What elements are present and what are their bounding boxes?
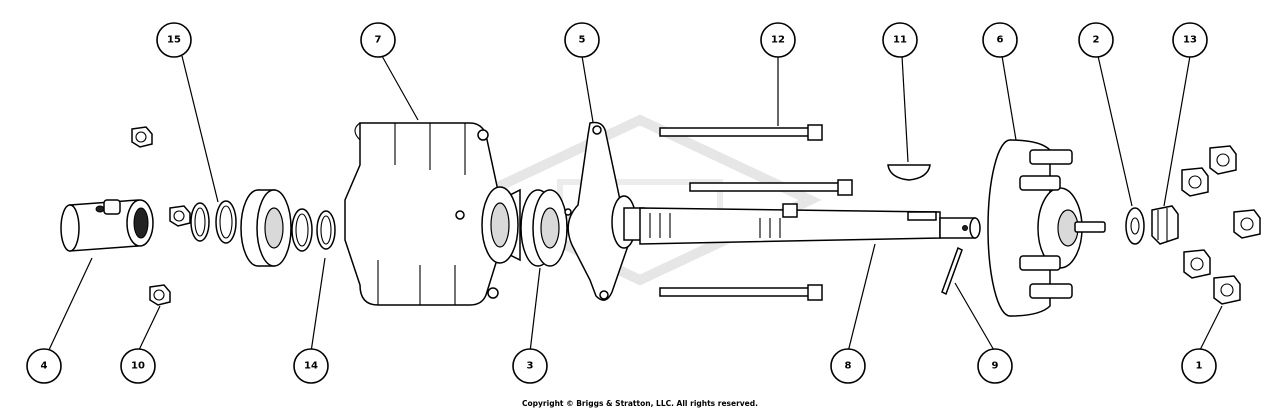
copyright-notice: Copyright © Briggs & Stratton, LLC. All … — [522, 399, 758, 408]
svg-text:15: 15 — [167, 35, 181, 46]
svg-text:2: 2 — [1093, 35, 1100, 46]
part-1-lug-nut-c — [1233, 209, 1261, 239]
svg-text:10: 10 — [131, 361, 145, 372]
svg-text:3: 3 — [527, 361, 534, 372]
callout-10: 10 — [120, 348, 156, 384]
leader-lines — [47, 55, 1223, 353]
callout-2: 2 — [1078, 22, 1114, 58]
part-13-castle-nut — [1151, 205, 1179, 245]
callout-12: 12 — [760, 22, 796, 58]
part-8-shaft — [611, 195, 981, 249]
part-9-cotter-pin — [941, 246, 963, 296]
callout-14: 14 — [293, 348, 329, 384]
part-10-hex-nut-bottom — [149, 284, 171, 306]
callout-9: 9 — [977, 348, 1013, 384]
part-6-hub — [987, 139, 1106, 317]
part-1-lug-nut-e — [1213, 275, 1241, 305]
svg-text:5: 5 — [579, 35, 586, 46]
svg-text:7: 7 — [375, 35, 382, 46]
callout-11: 11 — [882, 22, 918, 58]
callout-3: 3 — [512, 348, 548, 384]
part-3-bearing — [520, 189, 568, 267]
svg-text:13: 13 — [1183, 35, 1197, 46]
part-11-key — [887, 164, 931, 181]
svg-text:9: 9 — [992, 361, 999, 372]
callout-1: 1 — [1181, 348, 1217, 384]
callout-13: 13 — [1172, 22, 1208, 58]
part-15-seal-rings — [190, 200, 237, 244]
svg-text:6: 6 — [997, 35, 1004, 46]
svg-text:11: 11 — [893, 35, 907, 46]
svg-text:1: 1 — [1196, 361, 1203, 372]
part-5-gasket — [564, 121, 635, 301]
callout-5: 5 — [564, 22, 600, 58]
svg-text:4: 4 — [41, 361, 48, 372]
callout-6: 6 — [982, 22, 1018, 58]
svg-text:8: 8 — [845, 361, 852, 372]
part-7-housing — [344, 122, 521, 306]
part-1-lug-nut-d — [1183, 249, 1211, 279]
callout-15: 15 — [156, 22, 192, 58]
callout-8: 8 — [830, 348, 866, 384]
watermark-logo — [458, 114, 822, 286]
part-14-retaining-rings — [291, 208, 336, 252]
part-10-hex-nut-top — [131, 126, 153, 148]
part-12-bolt-top — [659, 124, 823, 141]
part-1-lug-nut-b — [1181, 167, 1209, 197]
part-12-bolt-low — [659, 284, 823, 301]
part-1-lug-nut-a — [1209, 145, 1237, 175]
part-12-bolt-mid — [689, 179, 853, 196]
callout-7: 7 — [360, 22, 396, 58]
part-2-washer — [1125, 207, 1145, 245]
svg-text:14: 14 — [304, 361, 318, 372]
part-4-coupler — [60, 199, 154, 252]
svg-text:12: 12 — [771, 35, 785, 46]
callout-4: 4 — [26, 348, 62, 384]
left-bearing — [240, 189, 292, 267]
part-10-hex-nut-mid — [169, 205, 191, 227]
